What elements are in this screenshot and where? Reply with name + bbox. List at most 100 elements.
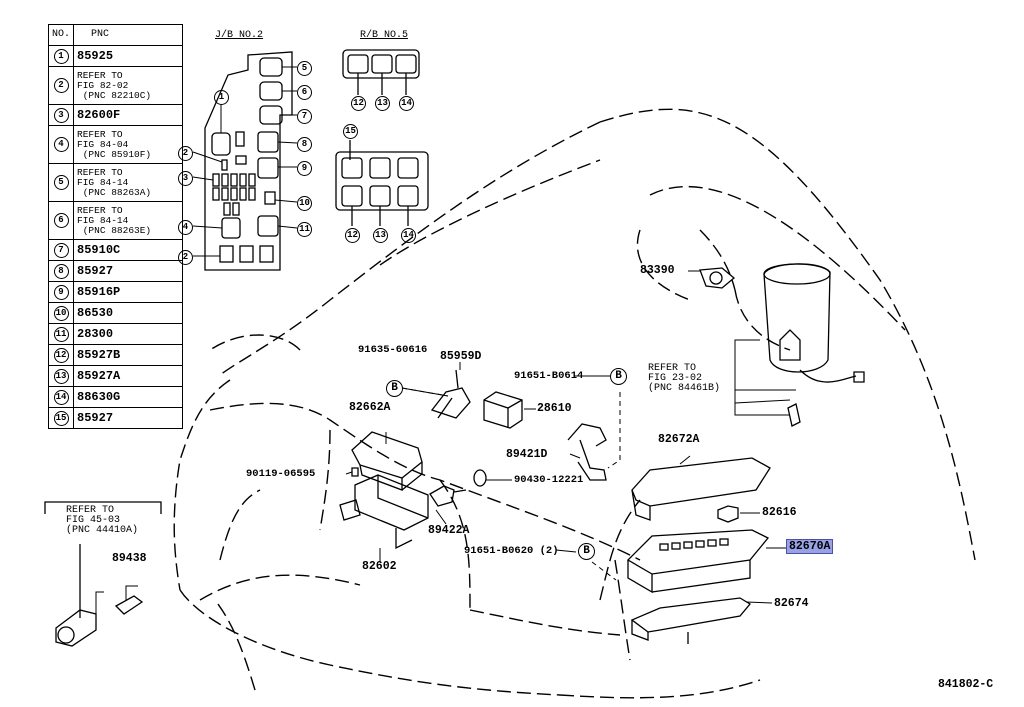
pnc-text: 85916P <box>77 285 121 299</box>
marker-b-2: B <box>610 368 627 385</box>
pnc-text: 88630G <box>77 390 121 404</box>
component-82674-tray <box>630 597 751 644</box>
table-row: 8 85927 <box>47 260 184 282</box>
callout-5: 5 <box>297 61 312 76</box>
label-91635-60616: 91635-60616 <box>358 344 428 356</box>
label-91651-b0614: 91651-B0614 <box>514 370 584 382</box>
callout-12b: 12 <box>345 228 360 243</box>
label-90119-06595: 90119-06595 <box>246 468 316 480</box>
label-28610: 28610 <box>537 402 572 415</box>
callout-13a: 13 <box>375 96 390 111</box>
pnc-text: REFER TO FIG 84-14 (PNC 88263A) <box>77 166 152 198</box>
pnc-text: REFER TO FIG 82-02 (PNC 82210C) <box>77 69 152 101</box>
table-row: 12 85927B <box>47 344 184 366</box>
table-cell-pnc: 86530 <box>73 302 184 324</box>
table-cell-no: 1 <box>47 45 75 67</box>
table-cell-no: 9 <box>47 281 75 303</box>
callout-15: 15 <box>343 124 358 139</box>
pnc-text: 85927 <box>77 264 114 278</box>
table-cell-no: 8 <box>47 260 75 282</box>
pnc-text: 85925 <box>77 49 114 63</box>
table-cell-pnc: REFER TO FIG 82-02 (PNC 82210C) <box>73 66 184 105</box>
callout-4: 4 <box>178 220 193 235</box>
row-number-circle: 8 <box>53 263 69 279</box>
callout-10: 10 <box>297 196 312 211</box>
table-row: 11 28300 <box>47 323 184 345</box>
table-cell-no: 14 <box>47 386 75 408</box>
callout-13b: 13 <box>373 228 388 243</box>
label-85959d: 85959D <box>440 350 482 363</box>
label-90430-12221: 90430-12221 <box>514 474 584 486</box>
table-cell-pnc: 85927A <box>73 365 184 387</box>
component-82602-bracket <box>339 474 429 550</box>
callout-9: 9 <box>297 161 312 176</box>
callout-12a: 12 <box>351 96 366 111</box>
row-number-circle: 15 <box>53 410 69 426</box>
table-cell-pnc: 28300 <box>73 323 184 345</box>
marker-b-1: B <box>386 380 403 397</box>
callout-7: 7 <box>297 109 312 124</box>
row-number-circle: 10 <box>53 305 69 321</box>
table-cell-no: 15 <box>47 407 75 429</box>
row-number-circle: 5 <box>53 175 69 190</box>
component-89421d-bracket <box>567 423 607 481</box>
part-leaders <box>95 270 796 624</box>
car-body-outline <box>173 108 976 699</box>
table-cell-pnc: 85925 <box>73 45 184 67</box>
label-83390: 83390 <box>640 264 675 277</box>
dashed-leaders <box>401 387 621 581</box>
fig45-note-box <box>44 501 162 618</box>
table-cell-no: 2 <box>47 66 75 105</box>
jb-leaders <box>192 66 298 257</box>
label-89421d: 89421D <box>506 448 548 461</box>
table-cell-pnc: 85927 <box>73 260 184 282</box>
callout-1: 1 <box>214 90 229 105</box>
table-cell-pnc: 85927 <box>73 407 184 429</box>
callout-14a: 14 <box>399 96 414 111</box>
table-cell-no: 12 <box>47 344 75 366</box>
jb-no2-title: J/B NO.2 <box>215 30 264 41</box>
pnc-text: 85910C <box>77 243 121 257</box>
component-89438-sensor <box>55 595 144 647</box>
row-number-circle: 12 <box>53 347 69 363</box>
row-number-circle: 13 <box>53 368 69 384</box>
label-89438: 89438 <box>112 552 147 565</box>
component-83390-sensor <box>699 267 736 289</box>
table-row: 10 86530 <box>47 302 184 324</box>
diagram-id: 841802-C <box>938 678 994 691</box>
callout-3: 3 <box>178 171 193 186</box>
row-number-circle: 11 <box>53 326 69 342</box>
component-82672a-cover <box>631 457 771 521</box>
pnc-text: 28300 <box>77 327 114 341</box>
pnc-text: REFER TO FIG 84-04 (PNC 85910F) <box>77 128 152 160</box>
callout-2a: 2 <box>178 146 193 161</box>
pnc-text: 85927 <box>77 411 114 425</box>
row-number-circle: 7 <box>53 242 69 258</box>
component-reservoir <box>763 263 865 427</box>
component-bolt <box>351 467 359 477</box>
table-row: 13 85927A <box>47 365 184 387</box>
pnc-text: 82600F <box>77 108 121 122</box>
row-number-circle: 9 <box>53 284 69 300</box>
table-cell-pnc: 85916P <box>73 281 184 303</box>
table-cell-no: 4 <box>47 125 75 164</box>
callout-6: 6 <box>297 85 312 100</box>
label-82616: 82616 <box>762 506 797 519</box>
label-91651-b0620: 91651-B0620 (2) <box>464 545 559 557</box>
pnc-text: 85927B <box>77 348 121 362</box>
label-82672a: 82672A <box>658 433 700 446</box>
label-refer-fig45: REFER TO FIG 45-03 (PNC 44410A) <box>66 505 139 536</box>
row-number-circle: 2 <box>53 78 69 93</box>
component-82670a-block <box>626 529 770 594</box>
table-row: 2 REFER TO FIG 82-02 (PNC 82210C) <box>47 66 184 105</box>
pnc-text: 85927A <box>77 369 121 383</box>
callout-14b: 14 <box>401 228 416 243</box>
table-row: 9 85916P <box>47 281 184 303</box>
pnc-text: 86530 <box>77 306 114 320</box>
